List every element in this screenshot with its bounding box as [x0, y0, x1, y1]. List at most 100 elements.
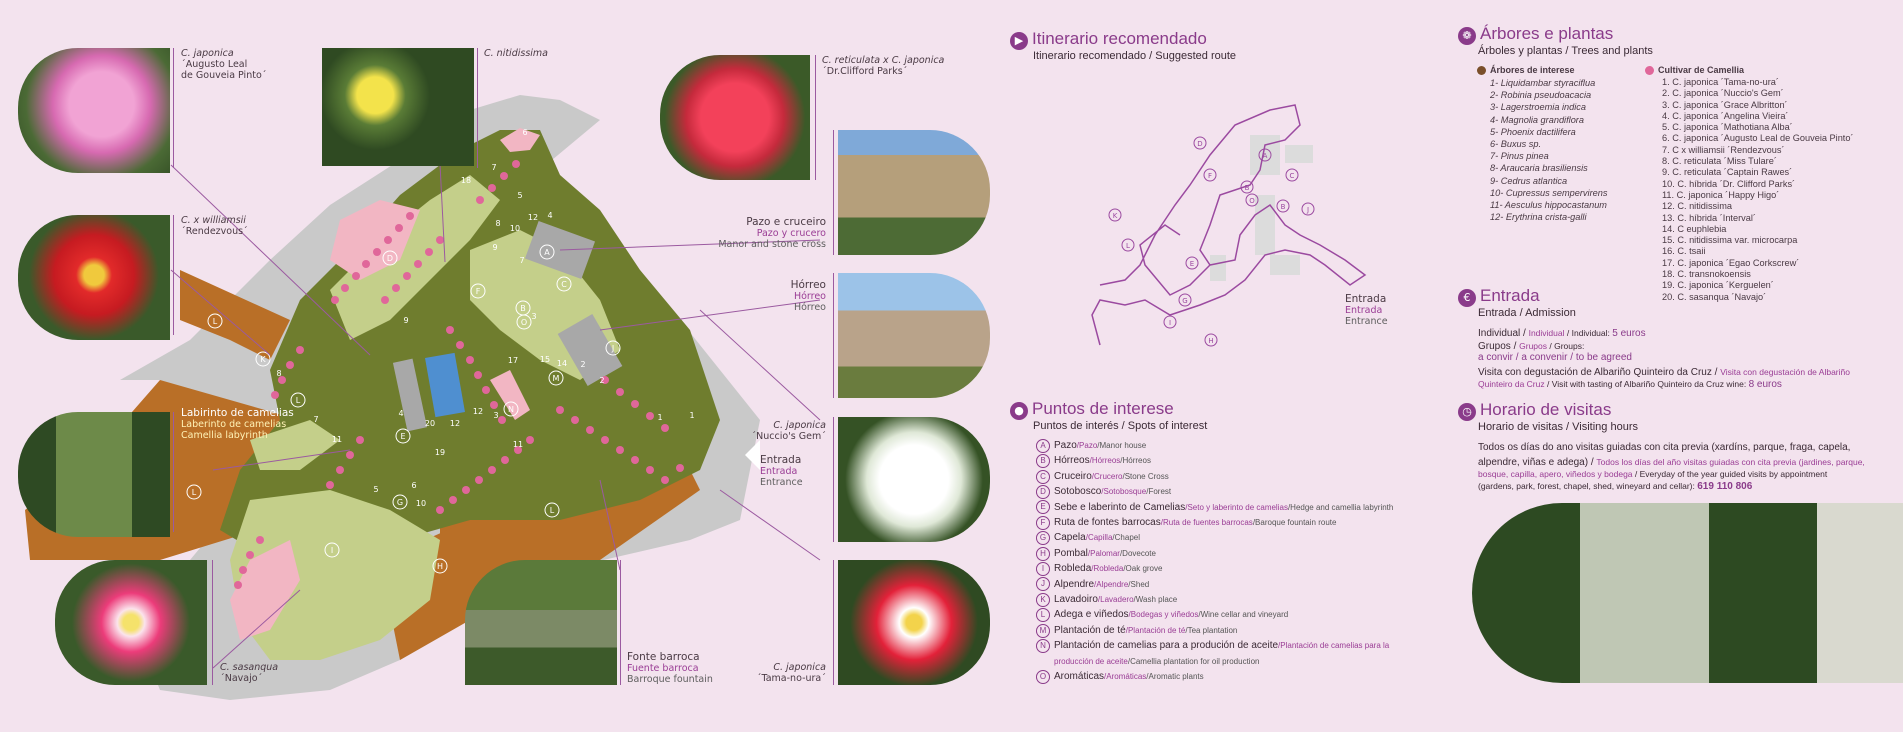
photo-tama	[838, 560, 990, 685]
tree-icon: ❁	[1458, 27, 1476, 45]
svg-text:17: 17	[508, 356, 518, 365]
photo-rendezvous	[18, 215, 170, 340]
svg-text:F: F	[476, 287, 481, 296]
svg-text:D: D	[387, 254, 393, 263]
svg-text:B: B	[520, 304, 526, 313]
poi-en: Hedge and camellia labyrinth	[1290, 502, 1394, 512]
trees-heading: Árbores de interese	[1490, 65, 1575, 75]
camellia-item: 16. C. tsaii	[1662, 246, 1706, 257]
tree-item: 9- Cedrus atlantica	[1490, 175, 1568, 186]
svg-text:10: 10	[510, 224, 520, 233]
leader-horreo	[833, 273, 834, 398]
poi-letter: I	[1036, 561, 1050, 576]
svg-text:I: I	[1169, 319, 1171, 327]
photo-horreo	[838, 273, 990, 398]
tree-item: 2- Robinia pseudoacacia	[1490, 90, 1592, 101]
svg-text:O: O	[1249, 197, 1255, 205]
photo-nuccio	[838, 417, 990, 542]
camellia-item: 4. C. japonica ´Angelina Vieira´	[1662, 110, 1789, 121]
camellia-item: 7. C x williamsii ´Rendezvous´	[1662, 144, 1785, 155]
svg-text:L: L	[1126, 242, 1130, 250]
svg-text:12: 12	[450, 419, 460, 428]
svg-text:11: 11	[332, 435, 342, 444]
caption-sasanqua: C. sasanqua´Navajo´	[220, 662, 279, 684]
poi-gl: Hórreos	[1054, 455, 1090, 467]
svg-text:9: 9	[403, 316, 408, 325]
itinerario-subtitle: Itinerario recomendado / Suggested route	[1033, 50, 1237, 62]
svg-text:1: 1	[657, 413, 662, 422]
leader-pazo	[833, 130, 834, 255]
poi-letter: N	[1036, 638, 1050, 653]
poi-en: Aromatic plants	[1148, 672, 1204, 682]
svg-text:4: 4	[398, 409, 403, 418]
poi-en: Chapel	[1114, 533, 1140, 543]
svg-text:E: E	[1190, 260, 1194, 268]
leader-fonte	[620, 560, 621, 685]
horario-subtitle: Horario de visitas / Visiting hours	[1478, 421, 1638, 433]
camellia-item: 6. C. japonica ´Augusto Leal de Gouveia …	[1662, 133, 1854, 144]
svg-text:O: O	[521, 318, 527, 327]
entrada-visita-2: Quinteiro da Cruz / Visit with tasting o…	[1478, 379, 1782, 390]
svg-text:11: 11	[513, 440, 523, 449]
puntos-subtitle: Puntos de interés / Spots of interest	[1033, 420, 1208, 432]
poi-gl: Capela	[1054, 532, 1086, 544]
svg-text:L: L	[192, 488, 197, 497]
svg-text:L: L	[213, 317, 218, 326]
svg-text:6: 6	[522, 128, 527, 137]
poi-es: Hórreos	[1091, 456, 1121, 466]
poi-es: producción de aceite	[1054, 656, 1128, 666]
camellia-list: 1. C. japonica ´Tama-no-ura´2. C. japoni…	[1662, 77, 1854, 303]
camellia-item: 11. C. japonica ´Happy Higo´	[1662, 189, 1780, 200]
svg-text:K: K	[260, 355, 266, 364]
svg-text:A: A	[544, 248, 550, 257]
camellia-marker-icon	[1645, 66, 1654, 75]
tree-item: 11- Aesculus hippocastanum	[1490, 200, 1607, 211]
svg-text:19: 19	[435, 448, 445, 457]
poi-es: Palomar	[1090, 548, 1120, 558]
poi-en: Forest	[1148, 487, 1172, 497]
leader-sasanqua	[212, 560, 213, 685]
svg-text:G: G	[397, 498, 403, 507]
svg-text:20: 20	[425, 419, 435, 428]
poi-letter: B	[1036, 454, 1050, 469]
poi-es: Lavadero	[1100, 595, 1134, 605]
camellia-item: 17. C. japonica ´Egao Corkscrew´	[1662, 257, 1800, 268]
poi-gl: Alpendre	[1054, 578, 1095, 590]
svg-text:L: L	[550, 506, 555, 515]
camellia-item: 5. C. japonica ´Mathotiana Alba´	[1662, 122, 1793, 133]
camellia-item: 3. C. japonica ´Grace Albritton´	[1662, 99, 1788, 110]
leader-nuccio	[833, 417, 834, 542]
poi-en: Manor house	[1099, 441, 1147, 450]
svg-text:I: I	[331, 546, 333, 555]
entrada-subtitle: Entrada / Admission	[1478, 307, 1576, 319]
euro-icon: €	[1458, 289, 1476, 307]
poi-letter: A	[1036, 438, 1050, 453]
puntos-title: Puntos de interese	[1032, 399, 1174, 418]
poi-es: Pazo	[1079, 441, 1098, 450]
camellia-item: 9. C. reticulata ´Captain Rawes´	[1662, 167, 1793, 178]
camellia-item: 15. C. nitidissima var. microcarpa	[1662, 235, 1798, 246]
svg-text:5: 5	[373, 485, 378, 494]
svg-text:B: B	[1245, 184, 1250, 192]
poi-en: Shed	[1130, 579, 1150, 589]
poi-es: Seto y laberinto de camelias	[1187, 502, 1288, 512]
svg-text:10: 10	[416, 499, 426, 508]
poi-letter: G	[1036, 531, 1050, 546]
caption-rendezvous: C. x williamsii´Rendezvous´	[181, 215, 248, 237]
poi-gl: Aromáticas	[1054, 671, 1105, 683]
clock-icon: ◷	[1458, 403, 1476, 421]
horario-line2: alpendre, viñas e adega) / Todos los día…	[1478, 457, 1865, 468]
play-icon: ▶	[1010, 32, 1028, 50]
